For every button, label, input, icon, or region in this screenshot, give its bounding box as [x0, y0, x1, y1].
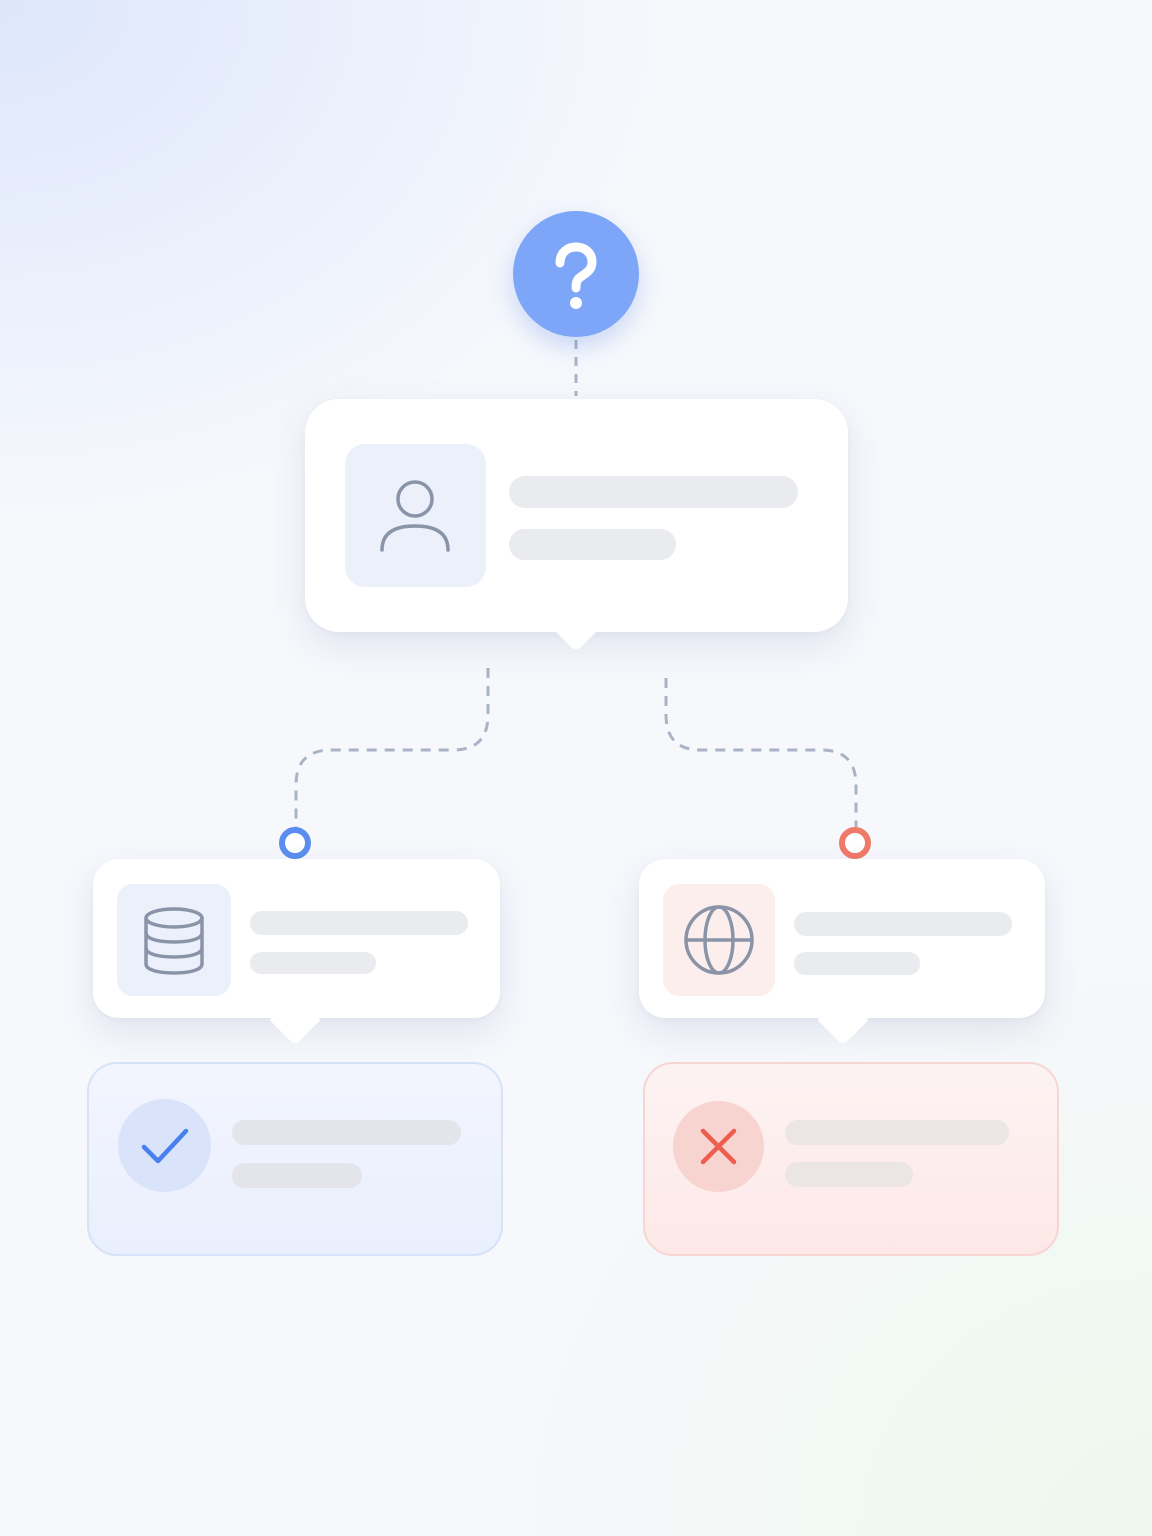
question-node[interactable] — [513, 211, 639, 337]
user-card-subtitle-placeholder — [509, 529, 676, 560]
database-card-title-placeholder — [250, 911, 468, 935]
database-icon — [144, 907, 204, 975]
success-card-subtitle-placeholder — [232, 1163, 362, 1188]
success-status-circle — [118, 1099, 211, 1192]
left-branch-connector — [294, 668, 490, 827]
close-icon — [700, 1128, 737, 1165]
right-branch-node — [839, 827, 871, 859]
database-icon-tile — [117, 884, 231, 996]
user-icon-tile — [345, 444, 486, 587]
database-card[interactable] — [93, 859, 500, 1046]
success-card-title-placeholder — [232, 1120, 461, 1145]
user-card[interactable] — [305, 399, 848, 652]
web-card[interactable] — [639, 859, 1045, 1046]
success-result-card[interactable] — [87, 1062, 503, 1256]
user-icon — [380, 480, 450, 552]
left-branch-node — [279, 827, 311, 859]
web-card-title-placeholder — [794, 912, 1012, 936]
globe-icon-tile — [663, 884, 775, 996]
globe-icon — [684, 905, 754, 975]
question-mark-icon — [555, 242, 597, 309]
failure-card-title-placeholder — [785, 1120, 1009, 1145]
user-card-title-placeholder — [509, 476, 798, 508]
web-card-subtitle-placeholder — [794, 952, 920, 975]
failure-card-subtitle-placeholder — [785, 1162, 913, 1187]
failure-result-card[interactable] — [643, 1062, 1059, 1256]
checkmark-icon — [141, 1128, 189, 1164]
failure-status-circle — [673, 1101, 764, 1192]
database-card-subtitle-placeholder — [250, 952, 376, 974]
right-branch-connector — [664, 678, 858, 827]
